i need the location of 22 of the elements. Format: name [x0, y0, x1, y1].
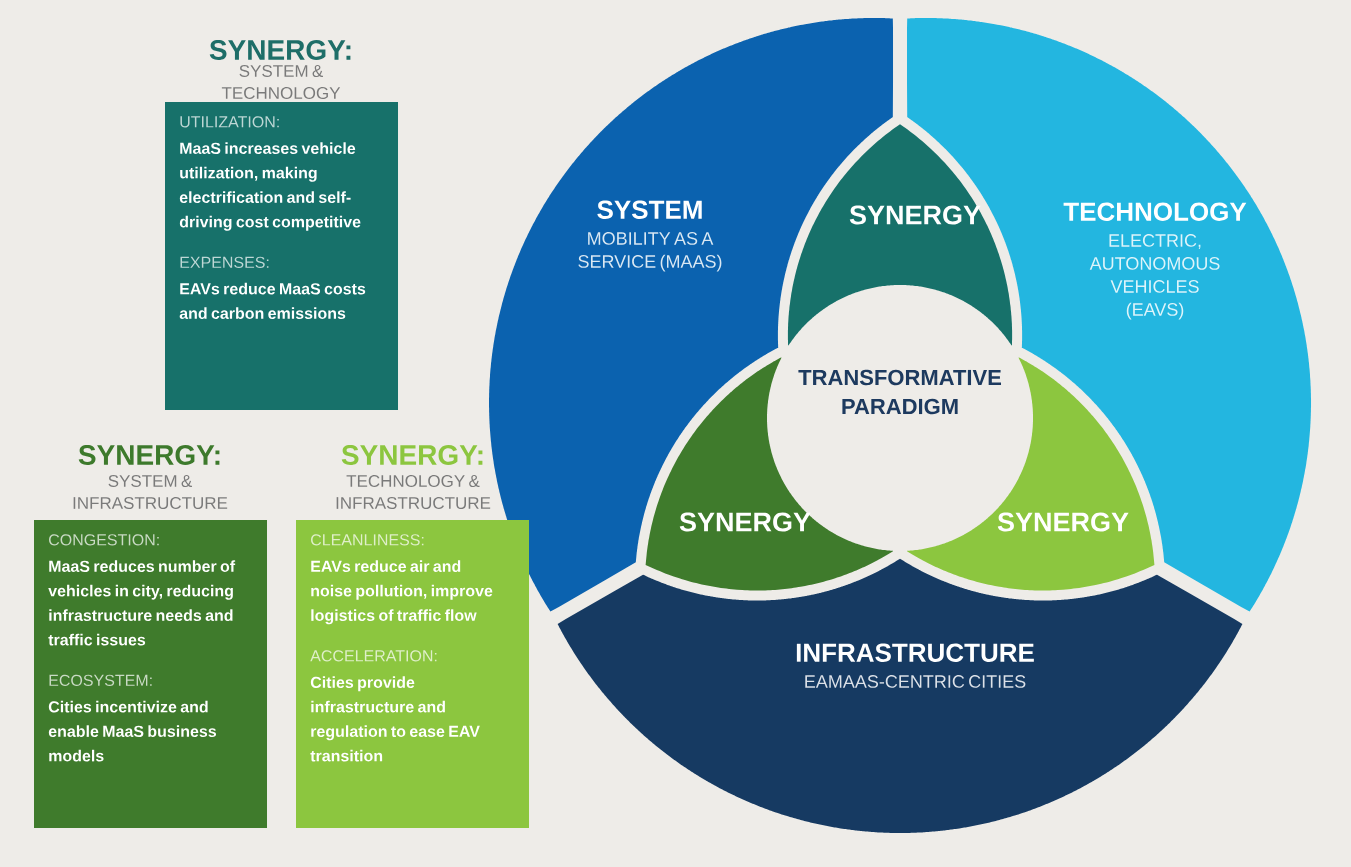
- card-heading: SYNERGY:: [78, 445, 220, 465]
- node-label: EXPENSES:: [180, 256, 269, 269]
- node-label: MaaS reduces number of vehicles in city, reducing infrastructure needs and traffic issues: [48, 560, 236, 646]
- node-label: ACCELERATION:: [310, 650, 437, 662]
- card-heading: SYNERGY:: [209, 40, 351, 60]
- card-subheading: SYSTEM & INFRASTRUCTURE: [73, 474, 228, 509]
- card-heading: SYNERGY:: [341, 445, 483, 465]
- venn-segment: INFRASTRUCTURE EAMAAS-CENTRIC CITIES: [557, 558, 1243, 833]
- info-card: CONGESTION: MaaS reduces number of vehicles in city, reducing infrastructure needs and traffic issues ECOSYSTEM: Cities incentivize and enable MaaS business models: [34, 520, 267, 828]
- node-label: MaaS increases vehicle utilization, making electrification and self-driving cost competitive: [179, 142, 361, 231]
- node-label: UTILIZATION:: [180, 116, 279, 128]
- node-label: CLEANLINESS:: [311, 534, 424, 546]
- node-label: Cities incentivize and enable MaaS business models: [48, 700, 217, 762]
- info-card: UTILIZATION: MaaS increases vehicle utilization, making electrification and self-driving cost competitive EXPENSES: EAVs reduce MaaS costs and carbon emissions: [165, 102, 398, 410]
- node-label: EAVs reduce MaaS costs and carbon emissions: [179, 282, 366, 320]
- node-label: Cities provide infrastructure and regulation to ease EAV transition: [310, 676, 480, 762]
- synergy-segment: SYNERGY: [787, 124, 1013, 346]
- node-label: ECOSYSTEM:: [49, 674, 152, 687]
- card-subheading: SYSTEM & TECHNOLOGY: [221, 64, 341, 99]
- info-card: CLEANLINESS: EAVs reduce air and noise pollution, improve logistics of traffic flow ACCELERATION: Cities provide infrastructure and regulation to ease EAV transition: [296, 520, 529, 828]
- card-subheading: TECHNOLOGY & INFRASTRUCTURE: [336, 474, 491, 509]
- node-label: CONGESTION:: [49, 534, 159, 546]
